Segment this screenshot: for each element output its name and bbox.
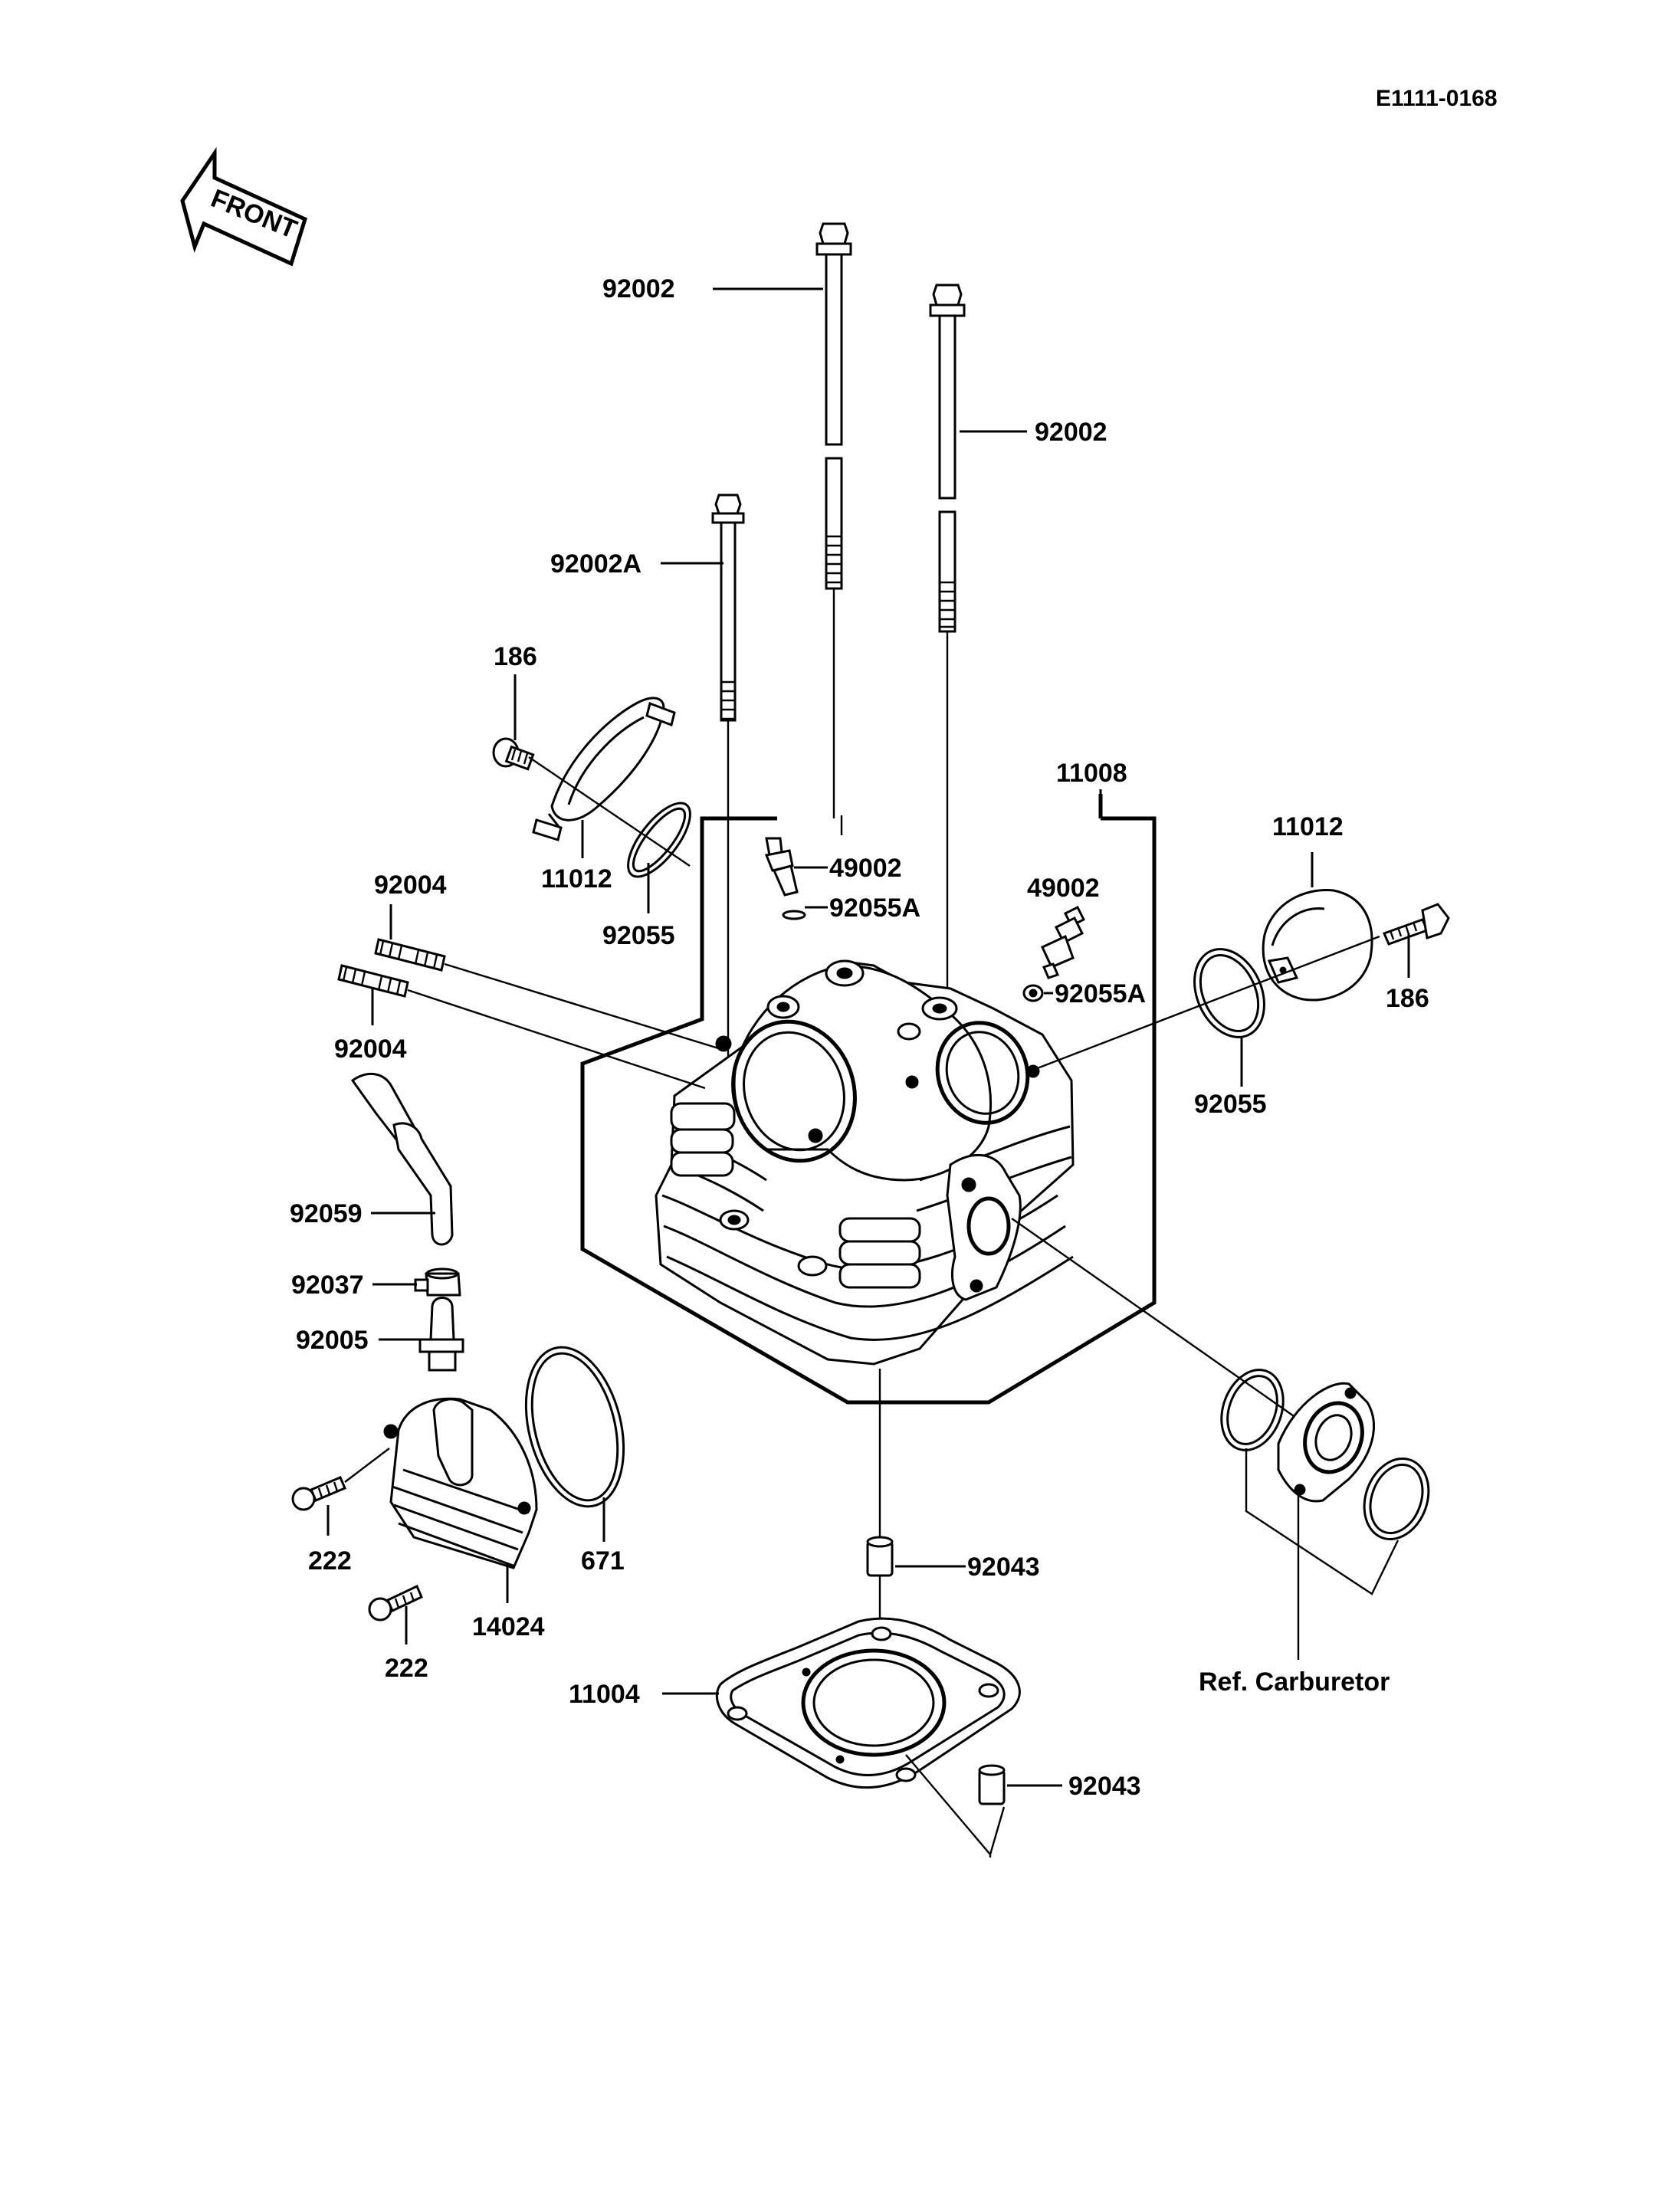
label-washer-right: 92055A [1055, 979, 1146, 1008]
cylinder-head [655, 959, 1075, 1366]
label-dowel-upper: 92043 [967, 1553, 1040, 1582]
screw-186-right [1382, 903, 1450, 946]
label-sensor-right: 49002 [1027, 874, 1100, 903]
clamp-92037 [414, 1267, 461, 1297]
label-gasket-ring: 671 [581, 1546, 625, 1576]
carb-gasket-right [1363, 1457, 1430, 1541]
label-bolt-left: 92002 [602, 274, 675, 303]
leader-carb-bracket [1245, 1448, 1399, 1595]
stud-92004-upper [374, 938, 724, 1051]
label-washer-left: 92055A [829, 894, 920, 923]
head-gasket-11004 [715, 1617, 1021, 1789]
bolt-92002-left [815, 222, 852, 818]
axis-line-right-cap [1025, 935, 1380, 1074]
sensor-49002-right [1022, 905, 1086, 1002]
fitting-92005 [418, 1297, 464, 1372]
gasket-ring-671 [524, 1346, 625, 1508]
label-cover: 14024 [472, 1612, 545, 1641]
cover-14024 [383, 1397, 538, 1569]
cap-11012-left [532, 697, 676, 841]
hose-92059 [350, 1073, 454, 1246]
label-bolt-short: 92002A [550, 549, 641, 579]
front-arrow-label: FRONT [207, 184, 301, 244]
bolt-92002A [711, 494, 745, 1195]
label-oring-left: 92055 [602, 921, 675, 950]
stud-92004-lower [337, 964, 706, 1090]
label-head-group: 11008 [1056, 759, 1127, 788]
head-group-bracket [580, 794, 1157, 1405]
label-sensor-left: 49002 [829, 854, 902, 883]
label-cap-right: 11012 [1272, 812, 1344, 841]
label-cover-screw-upper: 222 [308, 1546, 352, 1576]
label-dowel-lower: 92043 [1068, 1772, 1141, 1801]
label-oring-right: 92055 [1194, 1090, 1267, 1119]
label-hose: 92059 [290, 1199, 363, 1228]
carb-insulator [1277, 1382, 1375, 1503]
dowel-92043-upper [866, 1536, 894, 1577]
label-cap-left: 11012 [541, 864, 612, 894]
label-screw-right: 186 [1386, 984, 1429, 1013]
label-cover-screw-lower: 222 [385, 1654, 428, 1683]
label-head-gasket: 11004 [569, 1680, 640, 1709]
label-screw-left: 186 [494, 642, 537, 671]
cover-screw-222-lower [368, 1584, 423, 1622]
label-fitting: 92005 [296, 1326, 369, 1355]
dowel-92043-lower [978, 1764, 1006, 1805]
label-stud-upper: 92004 [374, 871, 447, 900]
label-clamp: 92037 [291, 1271, 364, 1300]
label-stud-lower: 92004 [334, 1035, 407, 1064]
front-arrow-icon: FRONT [180, 146, 308, 267]
cover-screw-222-upper [291, 1448, 390, 1511]
carb-gasket-left [1220, 1369, 1285, 1451]
axis-line-left-cap [528, 756, 691, 867]
screw-186-left [492, 737, 535, 771]
diagram-code: E1111-0168 [1376, 86, 1498, 111]
oring-92055-left [627, 802, 691, 878]
label-bolt-right: 92002 [1035, 418, 1107, 447]
label-carb-ref: Ref. Carburetor [1199, 1667, 1390, 1697]
sensor-49002-left [764, 837, 806, 920]
axis-line-carb [1011, 1218, 1340, 1449]
bolt-92002-right [929, 284, 966, 996]
